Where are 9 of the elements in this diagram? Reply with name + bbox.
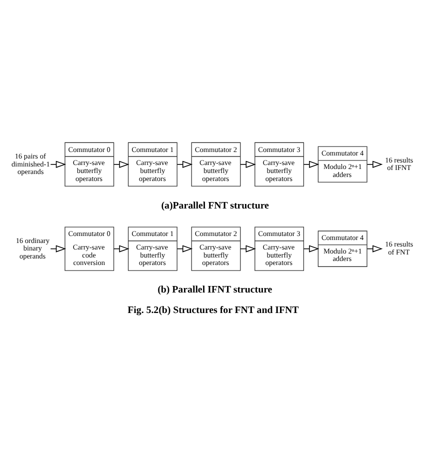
label: (a)Parallel FNT structure xyxy=(161,200,269,212)
caption: Fig. 5.2(b) Structures for FNT and IFNT xyxy=(128,304,299,316)
label: (b) Parallel IFNT structure xyxy=(158,284,272,296)
arrow xyxy=(50,160,66,168)
arrow xyxy=(176,160,193,168)
arrow xyxy=(113,160,130,168)
arrow xyxy=(366,160,383,168)
arrow xyxy=(303,160,320,168)
arrow xyxy=(240,160,256,168)
